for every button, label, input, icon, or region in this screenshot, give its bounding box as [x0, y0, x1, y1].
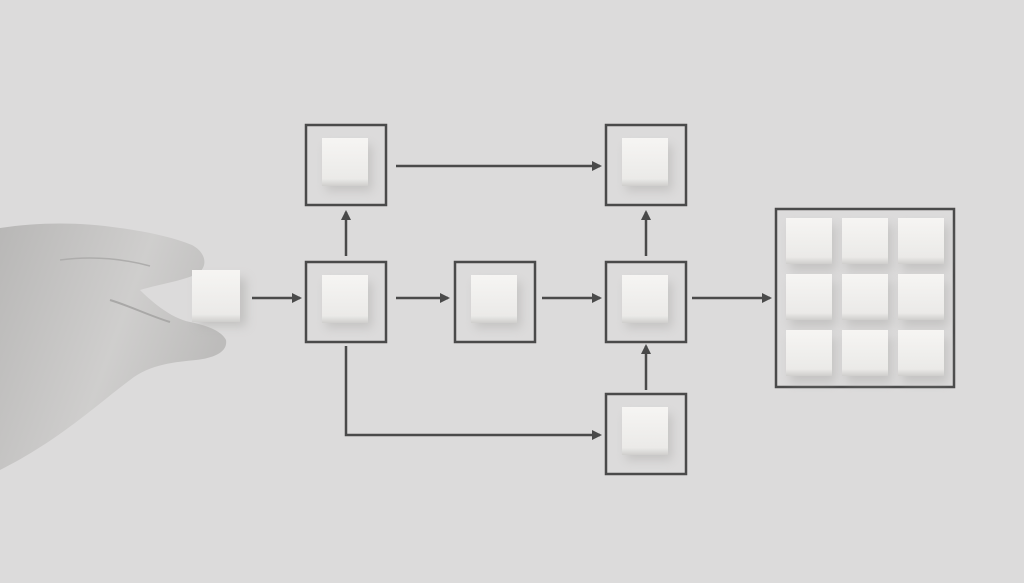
arrow-start-to-bottom	[344, 346, 602, 440]
block-top-left	[322, 138, 372, 191]
hand	[0, 223, 227, 470]
frame-start	[304, 260, 388, 344]
grid-block-1	[786, 218, 836, 271]
grid-block-9	[898, 330, 948, 383]
frames	[304, 123, 956, 476]
output-grid-blocks	[786, 218, 948, 383]
frame-top-left	[304, 123, 388, 207]
frame-bottom	[604, 392, 688, 476]
grid-block-3	[898, 218, 948, 271]
frame-middle	[453, 260, 537, 344]
block-middle	[471, 275, 521, 328]
frame-junction	[604, 260, 688, 344]
block-junction	[622, 275, 672, 328]
hand-finger-crease	[109, 299, 171, 323]
hand-shape	[0, 223, 227, 470]
grid-block-2	[842, 218, 892, 271]
block-start	[322, 275, 372, 328]
frame-output-grid	[774, 207, 956, 389]
blocks	[322, 138, 672, 460]
grid-block-8	[842, 330, 892, 383]
grid-block-6	[898, 274, 948, 327]
grid-block-4	[786, 274, 836, 327]
block-top-right	[622, 138, 672, 191]
grid-block-7	[786, 330, 836, 383]
connectors	[252, 161, 772, 440]
block-bottom	[622, 407, 672, 460]
grid-block-5	[842, 274, 892, 327]
hand-knuckle-line	[59, 257, 151, 267]
frame-top-right	[604, 123, 688, 207]
held-block	[192, 270, 246, 326]
